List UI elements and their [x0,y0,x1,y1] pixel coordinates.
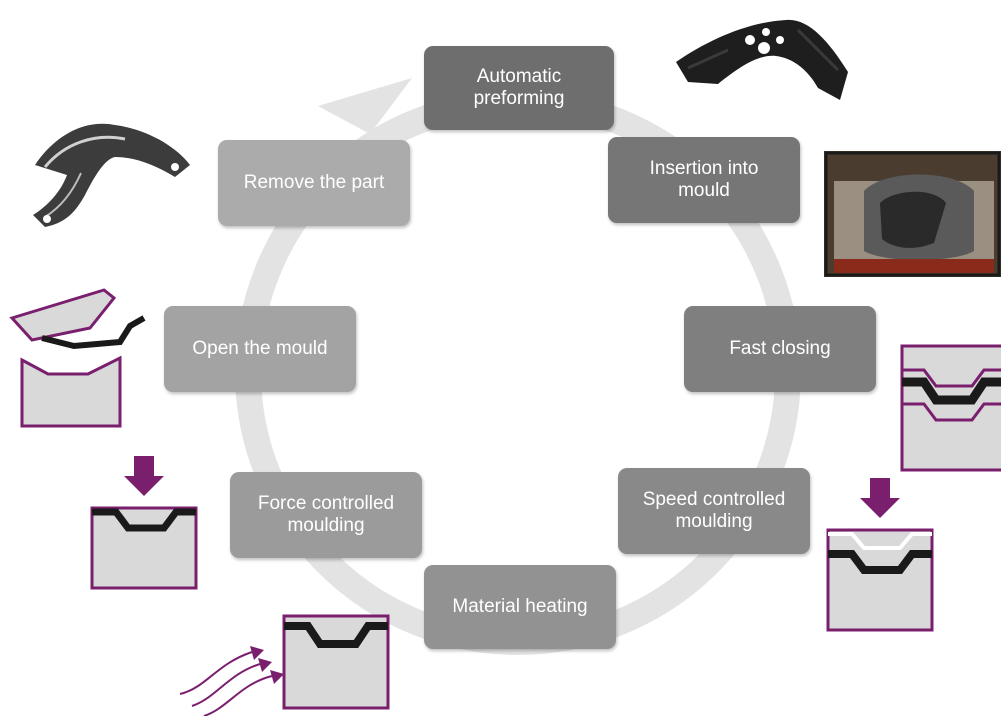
finished-part-image [33,123,190,227]
step-label: Speed controlled moulding [642,489,786,532]
mould-insertion-photo [824,151,1001,277]
step-label: Force controlled moulding [257,493,395,536]
cycle-ring-arrowhead [318,78,412,134]
step-remove-the-part: Remove the part [218,140,410,226]
preform-part-image [676,19,848,100]
step-insertion-into-mould: Insertion into mould [608,137,800,223]
force-moulding-illustration [90,456,198,590]
heat-arrows-icon [179,651,273,716]
step-force-controlled-moulding: Force controlled moulding [230,472,422,558]
step-automatic-preforming: Automatic preforming [424,46,614,130]
speed-moulding-illustration [826,478,934,632]
down-arrow-icon [870,478,890,500]
step-label: Material heating [452,596,588,617]
step-speed-controlled-moulding: Speed controlled moulding [618,468,810,554]
step-label: Remove the part [243,172,385,193]
step-open-the-mould: Open the mould [164,306,356,392]
step-label: Fast closing [729,338,831,359]
down-arrow-icon [134,456,154,478]
step-label: Automatic preforming [473,66,565,109]
open-mould-illustration [9,288,146,428]
heating-mould-illustration [179,614,390,716]
step-label: Open the mould [192,338,328,359]
step-material-heating: Material heating [424,565,616,649]
step-fast-closing: Fast closing [684,306,876,392]
step-label: Insertion into mould [649,158,759,201]
fast-closing-illustration [900,344,1001,472]
